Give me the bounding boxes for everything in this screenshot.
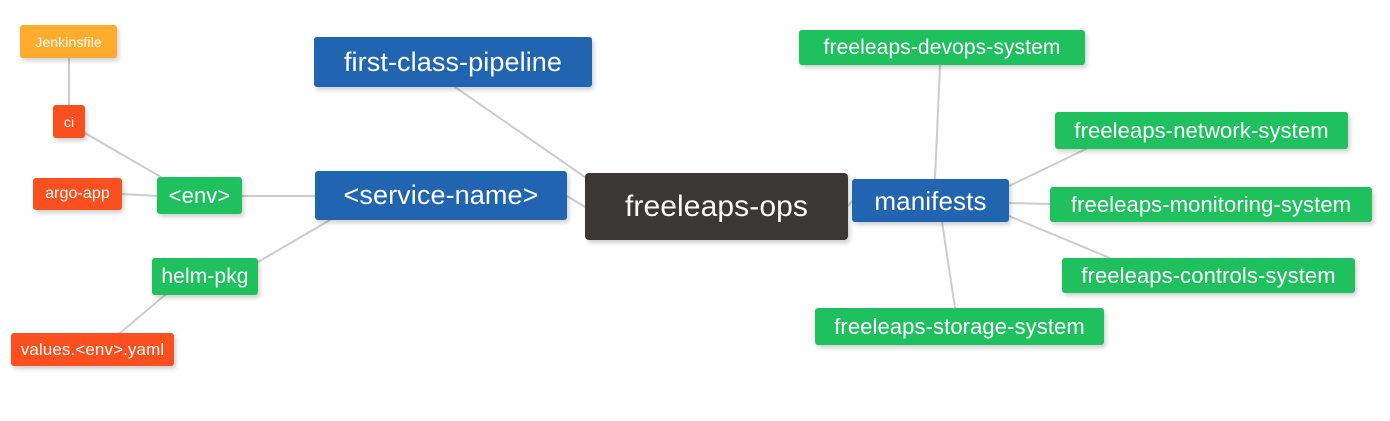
node-freeleaps-network-system[interactable]: freeleaps-network-system xyxy=(1055,112,1348,149)
node-first-class-pipeline[interactable]: first-class-pipeline xyxy=(314,37,592,87)
node-env[interactable]: <env> xyxy=(157,177,242,214)
node-freeleaps-monitoring-system[interactable]: freeleaps-monitoring-system xyxy=(1050,187,1372,222)
node-freeleaps-devops-system[interactable]: freeleaps-devops-system xyxy=(799,30,1085,65)
edge-manifests-to-freeleaps-devops-system xyxy=(934,64,941,180)
edge-freeleaps-ops-to-service-name xyxy=(566,195,586,208)
node-service-name[interactable]: <service-name> xyxy=(315,171,567,220)
edge-service-name-to-helm-pkg xyxy=(257,219,331,263)
edge-freeleaps-ops-to-first-class-pipeline xyxy=(454,86,593,183)
edge-manifests-to-freeleaps-controls-system xyxy=(1008,215,1111,259)
node-helm-pkg[interactable]: helm-pkg xyxy=(152,258,258,295)
node-values-yaml[interactable]: values.<env>.yaml xyxy=(11,333,174,366)
node-ci[interactable]: ci xyxy=(53,105,85,138)
edge-manifests-to-freeleaps-network-system xyxy=(1008,148,1087,187)
edge-env-to-argo-app xyxy=(121,193,158,197)
edge-manifests-to-freeleaps-monitoring-system xyxy=(1008,202,1051,205)
node-argo-app[interactable]: argo-app xyxy=(33,178,122,210)
edge-manifests-to-freeleaps-storage-system xyxy=(941,221,956,309)
edge-env-to-ci xyxy=(84,132,167,181)
edge-helm-pkg-to-values-yaml xyxy=(119,294,166,334)
node-freeleaps-ops[interactable]: freeleaps-ops xyxy=(585,173,848,240)
node-manifests[interactable]: manifests xyxy=(852,179,1009,222)
node-jenkinsfile[interactable]: Jenkinsfile xyxy=(20,25,117,58)
node-freeleaps-controls-system[interactable]: freeleaps-controls-system xyxy=(1062,258,1355,293)
node-freeleaps-storage-system[interactable]: freeleaps-storage-system xyxy=(815,308,1104,345)
